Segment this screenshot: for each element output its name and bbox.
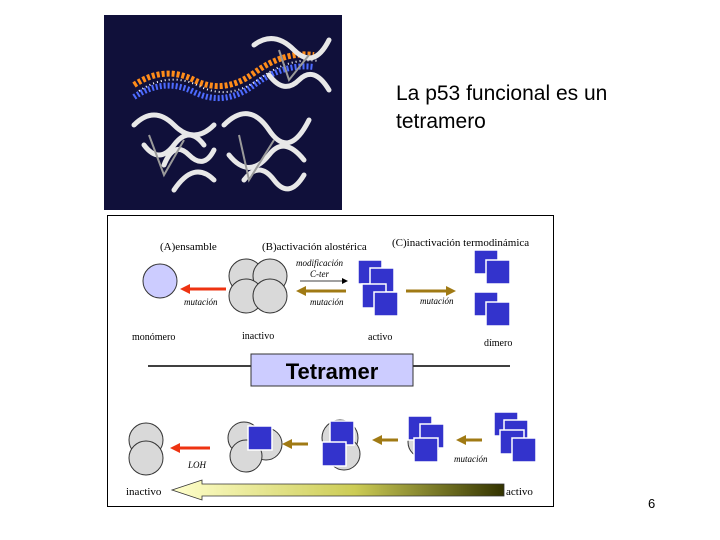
label-mutation-b: mutación [310,297,344,307]
label-loh: LOH [187,460,207,470]
label-bottom-active: activo [506,486,533,498]
label-ensamble: (A)ensamble [160,241,217,253]
slide-number: 6 [648,496,656,511]
slide-title-line-1: La p53 funcional es un [396,82,608,105]
tetramer-box [250,353,414,387]
tetramer-label: Tetramer [286,359,379,384]
slide-title: La p53 funcional es un tetramero [396,80,696,136]
label-mutation-red: mutación [184,297,218,307]
label-cter: C-ter [310,269,329,279]
label-active: activo [368,332,392,343]
red-arrowhead-icon [180,284,190,294]
label-modification: modificación [296,258,343,268]
active-tetramer-bottom-icon [493,411,537,463]
mixed-tetramer-2-icon [321,419,361,471]
tetramer-circles-icon [228,258,288,314]
mixed-tetramer-3-icon [407,415,445,463]
label-bottom-inactive: inactivo [126,486,162,498]
protein-structure-image [104,15,342,210]
gradient-arrow-icon [170,479,505,501]
label-monomer: monómero [132,332,175,343]
tetramer-figure: (A)ensamble (B)activación alostérica (C)… [107,215,554,507]
slide-title-line-2: tetramero [396,110,486,133]
label-mutation-c: mutación [420,296,454,306]
dimer-squares-icon [473,249,511,327]
label-mutation-bottom: mutación [454,454,488,464]
mixed-tetramer-1-icon [227,421,283,473]
monomer-circle-icon [142,263,178,299]
label-inactive: inactivo [242,331,274,342]
label-allosteric: (B)activación alostérica [262,241,367,253]
label-dimer: dímero [484,338,512,349]
label-thermo: (C)inactivación termodinámica [392,237,529,249]
gray-dimer-icon [128,422,164,476]
active-squares-icon [357,259,399,317]
tetramer-diagram: (A)ensamble (B)activación alostérica (C)… [126,237,537,501]
